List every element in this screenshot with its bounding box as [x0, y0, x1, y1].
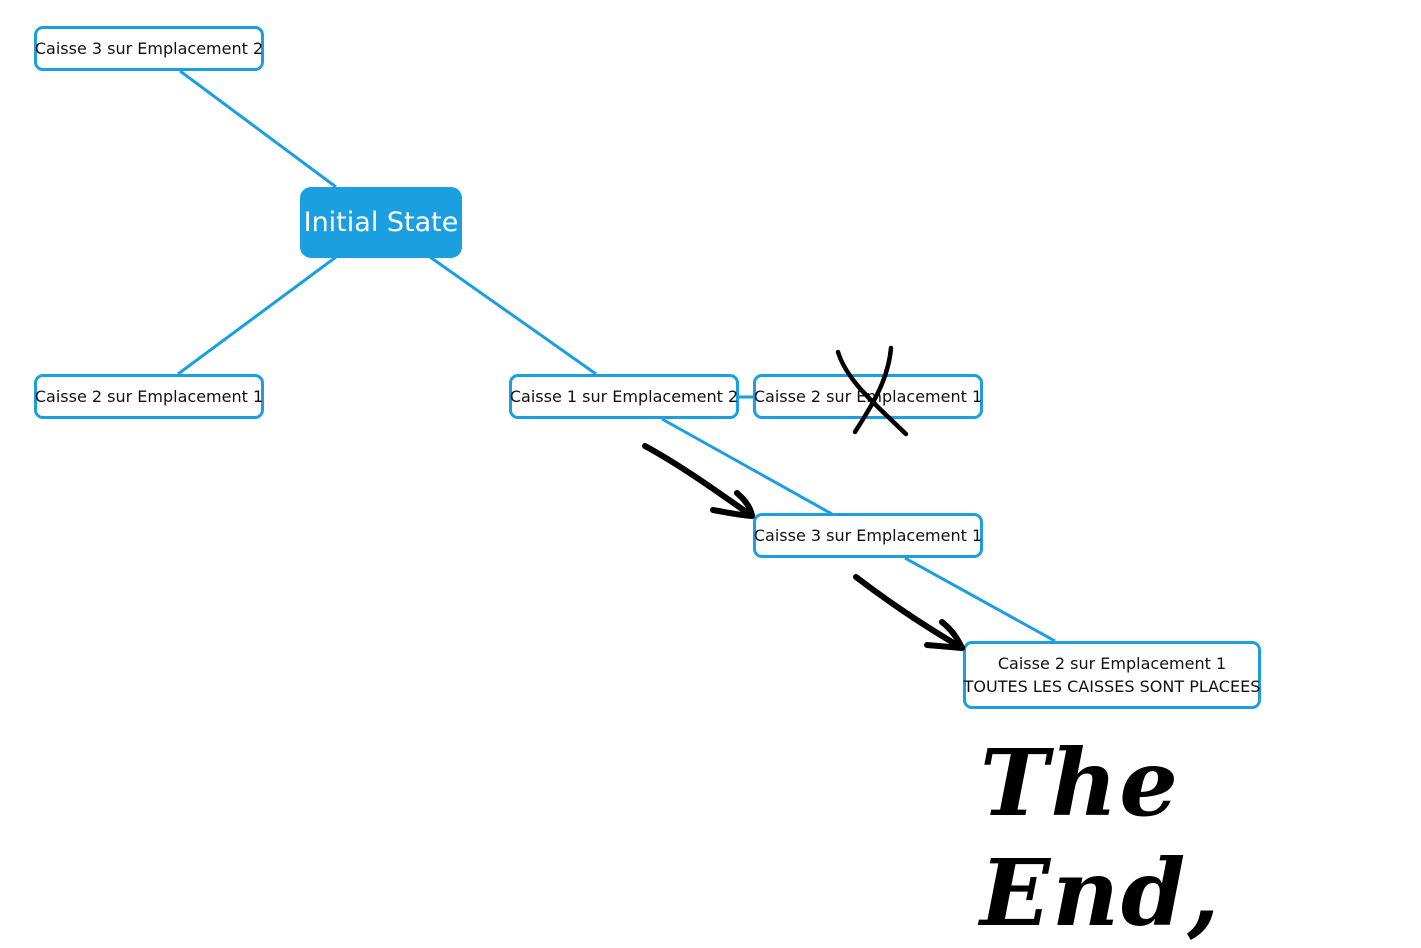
node-caisse2-emplacement1-crossed[interactable]: Caisse 2 sur Emplacement 1: [753, 374, 983, 419]
node-caisse3-emplacement2[interactable]: Caisse 3 sur Emplacement 2: [34, 26, 264, 71]
node-label: Caisse 3 sur Emplacement 1: [753, 526, 983, 545]
node-label-line2: TOUTES LES CAISSES SONT PLACEES: [963, 677, 1261, 696]
node-label: Caisse 2 sur Emplacement 1: [34, 387, 264, 406]
handwritten-the-end: The End,: [980, 729, 1222, 947]
connector-root-bottomleft: [177, 255, 337, 376]
node-caisse1-emplacement2[interactable]: Caisse 1 sur Emplacement 2: [509, 374, 739, 419]
node-caisse2-emplacement1-left[interactable]: Caisse 2 sur Emplacement 1: [34, 374, 264, 419]
node-label-line1: Caisse 2 sur Emplacement 1: [997, 654, 1227, 673]
node-label: Caisse 1 sur Emplacement 2: [509, 387, 739, 406]
node-label: Caisse 2 sur Emplacement 1: [753, 387, 983, 406]
connector-root-topleft: [179, 69, 337, 189]
connector-step2-final: [904, 556, 1056, 643]
root-label: Initial State: [303, 207, 459, 238]
connector-middle-step2: [661, 417, 833, 516]
node-caisse3-emplacement1[interactable]: Caisse 3 sur Emplacement 1: [753, 513, 983, 558]
root-node-initial-state[interactable]: Initial State: [300, 187, 462, 258]
node-final-state[interactable]: Caisse 2 sur Emplacement 1 TOUTES LES CA…: [963, 641, 1261, 709]
connector-root-middle: [429, 255, 597, 376]
node-label: Caisse 3 sur Emplacement 2: [34, 39, 264, 58]
